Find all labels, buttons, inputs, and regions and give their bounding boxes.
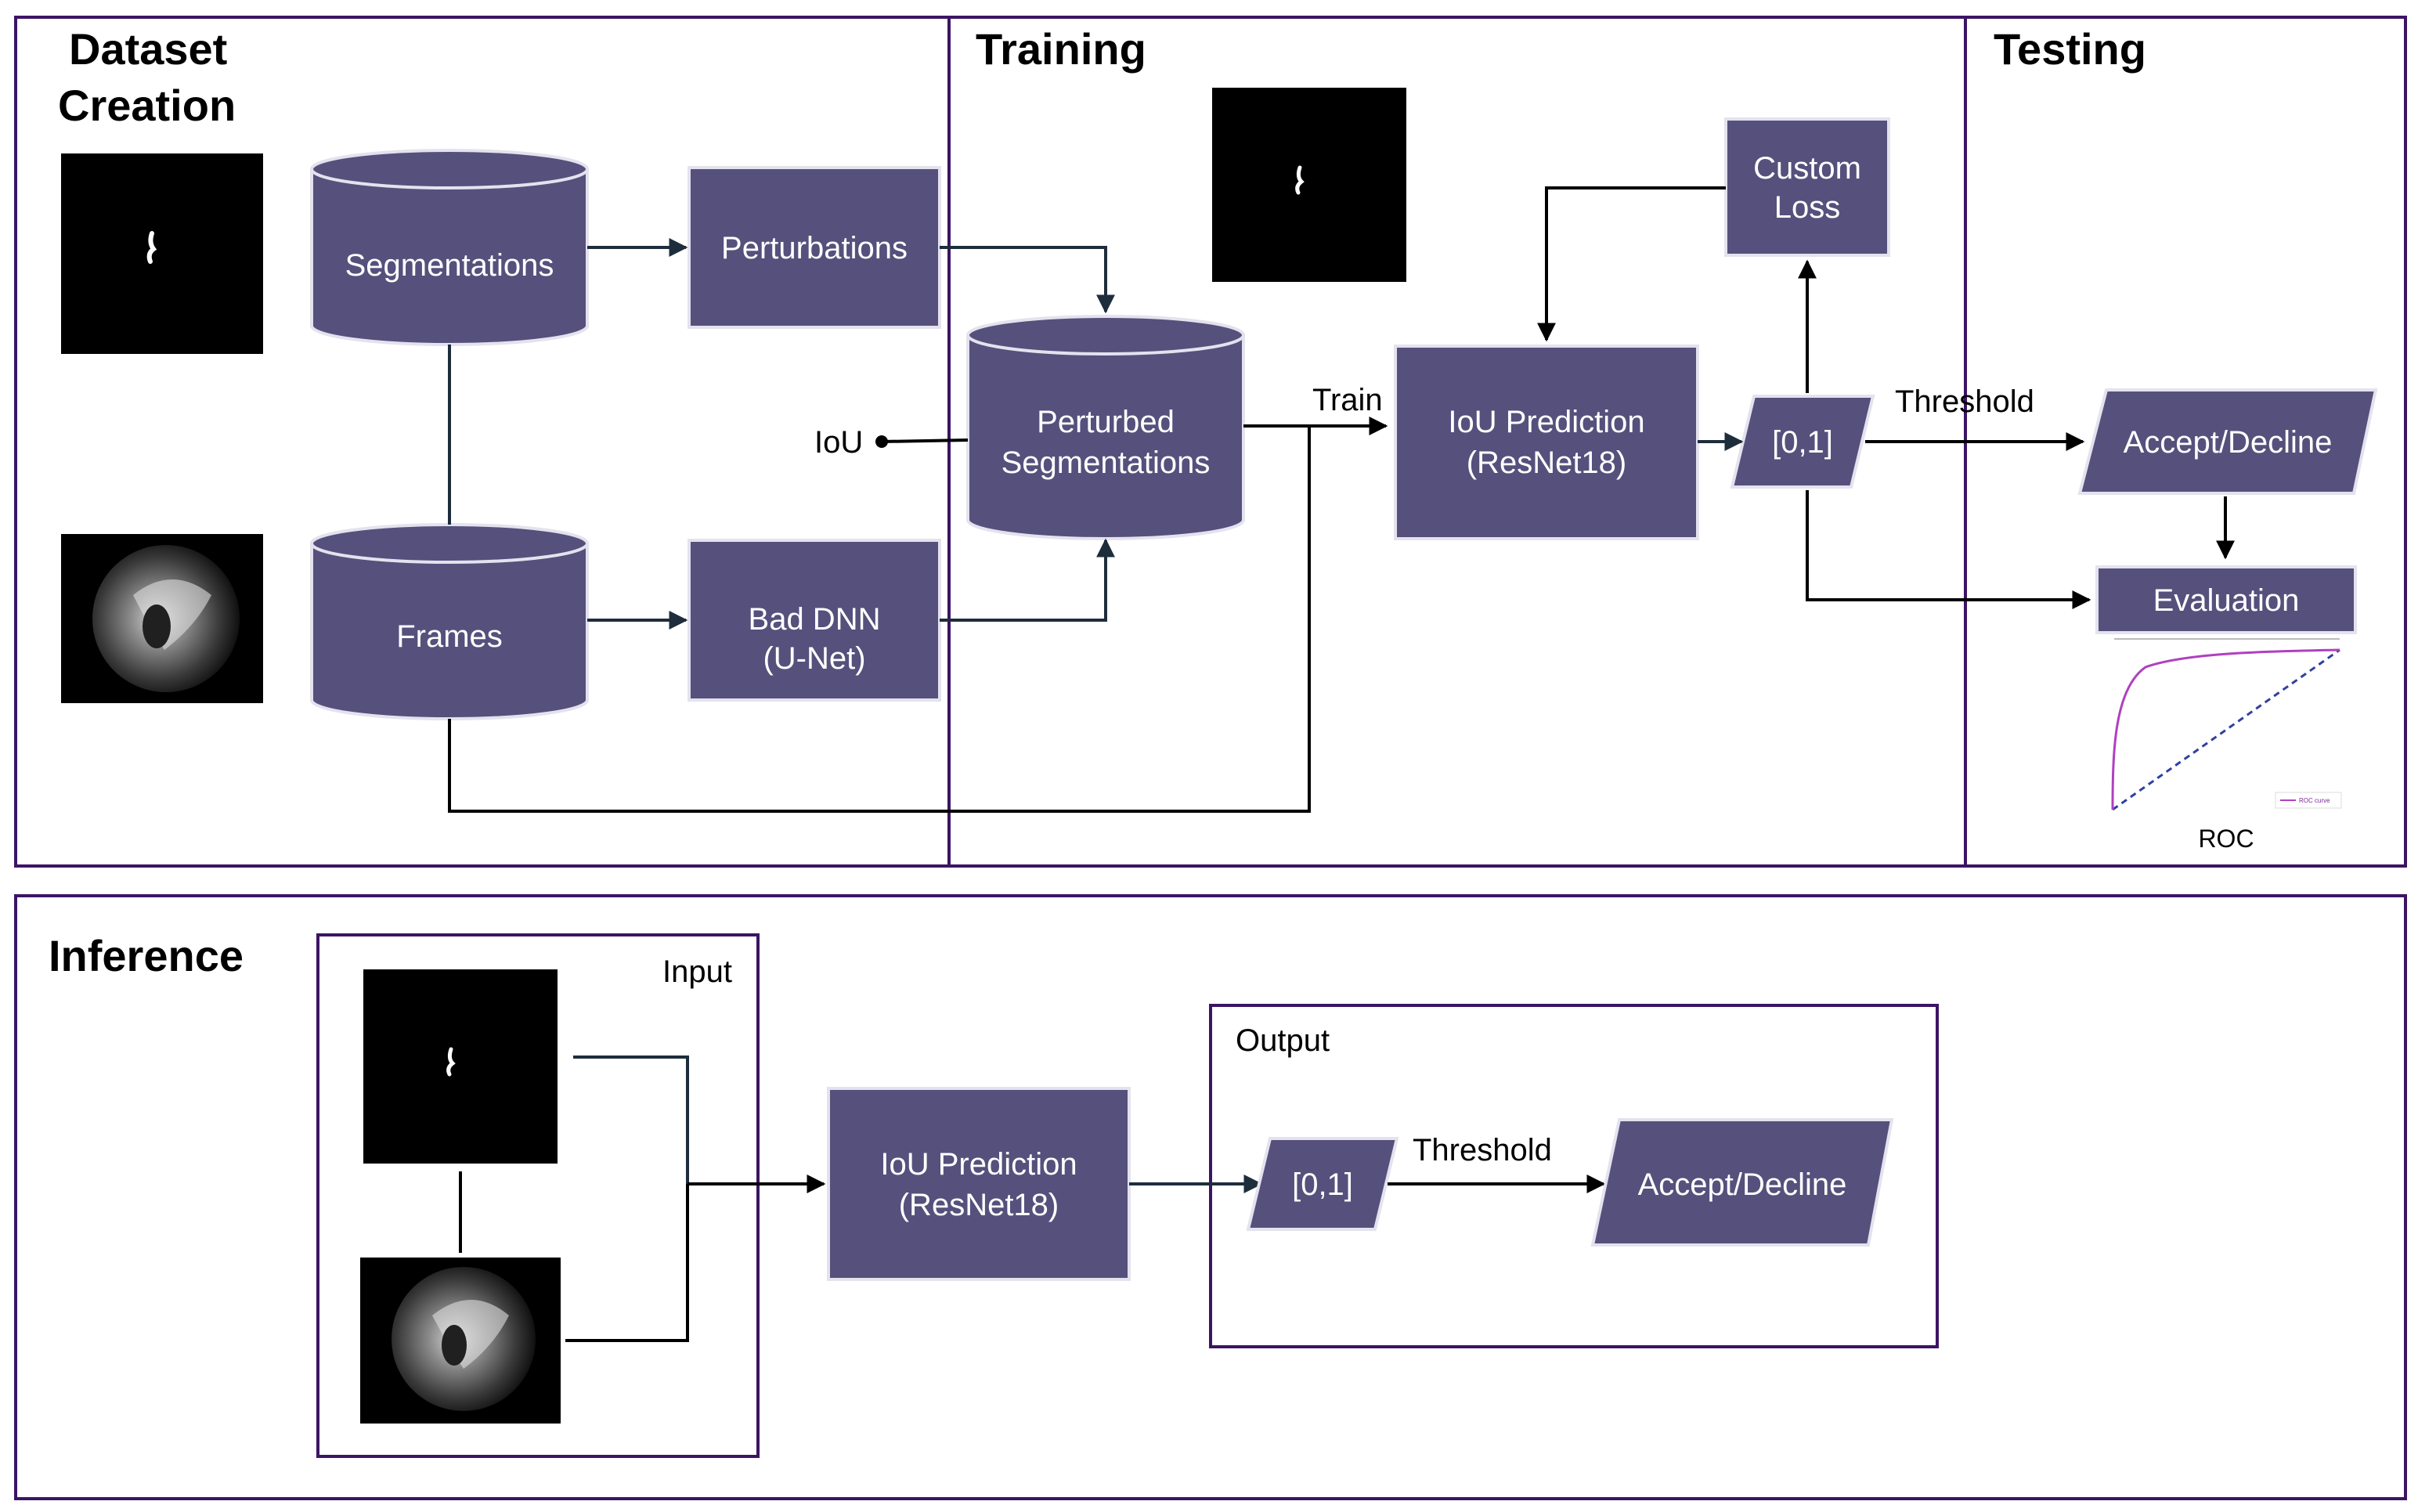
iou-prediction-label-line1: IoU Prediction: [1448, 405, 1644, 439]
inference-iou-prediction-box: IoU Prediction (ResNet18): [827, 1087, 1131, 1281]
perturbations-to-perturbed-arrow: [940, 246, 1115, 314]
roc-legend-label: ROC curve: [2299, 797, 2330, 804]
inference-mask-line: [573, 1056, 689, 1184]
inference-range-label: [0,1]: [1292, 1167, 1353, 1202]
training-mask-image: [1212, 88, 1406, 282]
inference-panel: [14, 894, 2407, 1500]
bad-dnn-label-line2: (U-Net): [763, 641, 865, 676]
custom-loss-label-line1: Custom: [1753, 151, 1861, 186]
inference-iou-label-line2: (ResNet18): [899, 1188, 1059, 1222]
inference-title: Inference: [49, 931, 244, 980]
evaluation-label: Evaluation: [2153, 583, 2300, 618]
dataset-creation-panel: [14, 16, 951, 868]
inference-accept-decline-node: Accept/Decline: [1590, 1118, 1894, 1247]
range-to-evaluation-arrow: [1806, 490, 2091, 609]
inference-threshold-label: Threshold: [1413, 1133, 1552, 1167]
segmentations-label: Segmentations: [345, 248, 554, 283]
threshold-label: Threshold: [1895, 384, 2034, 419]
testing-title: Testing: [1994, 24, 2146, 74]
roc-curve-chart: ROC curve ROC: [2111, 638, 2342, 853]
roc-curve-line: [2111, 648, 2340, 810]
input-label: Input: [662, 954, 732, 989]
inference-mask-image: [363, 969, 558, 1164]
bad-dnn-label-line1: Bad DNN: [749, 602, 881, 637]
segmentations-database: Segmentations: [310, 149, 589, 346]
output-label: Output: [1236, 1023, 1330, 1058]
training-title: Training: [976, 24, 1146, 74]
inference-frame-line: [565, 1184, 689, 1342]
output-frame: [1209, 1004, 1939, 1348]
frames-database: Frames: [310, 523, 589, 720]
iou-prediction-label-line2: (ResNet18): [1467, 446, 1627, 480]
roc-legend-box: [2275, 792, 2342, 809]
inference-iou-label-line1: IoU Prediction: [880, 1147, 1077, 1182]
custom-loss-box: Custom Loss: [1724, 117, 1890, 257]
roc-diagonal: [2112, 648, 2340, 811]
accept-decline-label: Accept/Decline: [2124, 425, 2333, 460]
perturbed-label-line2: Segmentations: [1001, 446, 1211, 480]
frames-label: Frames: [396, 619, 503, 654]
dataset-creation-title-line2: Creation: [58, 81, 236, 130]
custom-loss-label-line2: Loss: [1774, 190, 1841, 225]
inference-range-node: [0,1]: [1246, 1137, 1399, 1231]
roc-label: ROC: [2198, 825, 2254, 853]
bad-dnn-to-perturbed-arrow: [940, 538, 1115, 622]
endoscopy-frame-image: [61, 534, 263, 703]
train-label: Train: [1312, 383, 1383, 417]
inference-frame-image: [360, 1258, 561, 1424]
segmentation-mask-image: [61, 153, 263, 354]
perturbed-label-line1: Perturbed: [1037, 405, 1175, 439]
range-output-node: [0,1]: [1730, 395, 1875, 489]
accept-decline-node: Accept/Decline: [2077, 388, 2378, 495]
input-frame: [316, 933, 760, 1458]
dataset-creation-title-line1: Dataset: [69, 24, 227, 74]
iou-prediction-box: IoU Prediction (ResNet18): [1394, 345, 1699, 540]
iou-input-line: [881, 438, 969, 443]
evaluation-box: Evaluation: [2095, 565, 2357, 634]
perturbed-segmentations-database: Perturbed Segmentations: [966, 315, 1245, 540]
iou-input-label: IoU: [814, 425, 863, 460]
inference-accept-decline-label: Accept/Decline: [1638, 1167, 1847, 1202]
perturbations-box: Perturbations: [688, 166, 941, 329]
range-output-label: [0,1]: [1772, 425, 1833, 460]
custom-loss-to-iou-arrow: [1537, 186, 1726, 342]
bad-dnn-box: Bad DNN (U-Net): [688, 539, 941, 702]
perturbations-label: Perturbations: [721, 231, 908, 265]
frames-to-train-line: [448, 426, 1311, 813]
